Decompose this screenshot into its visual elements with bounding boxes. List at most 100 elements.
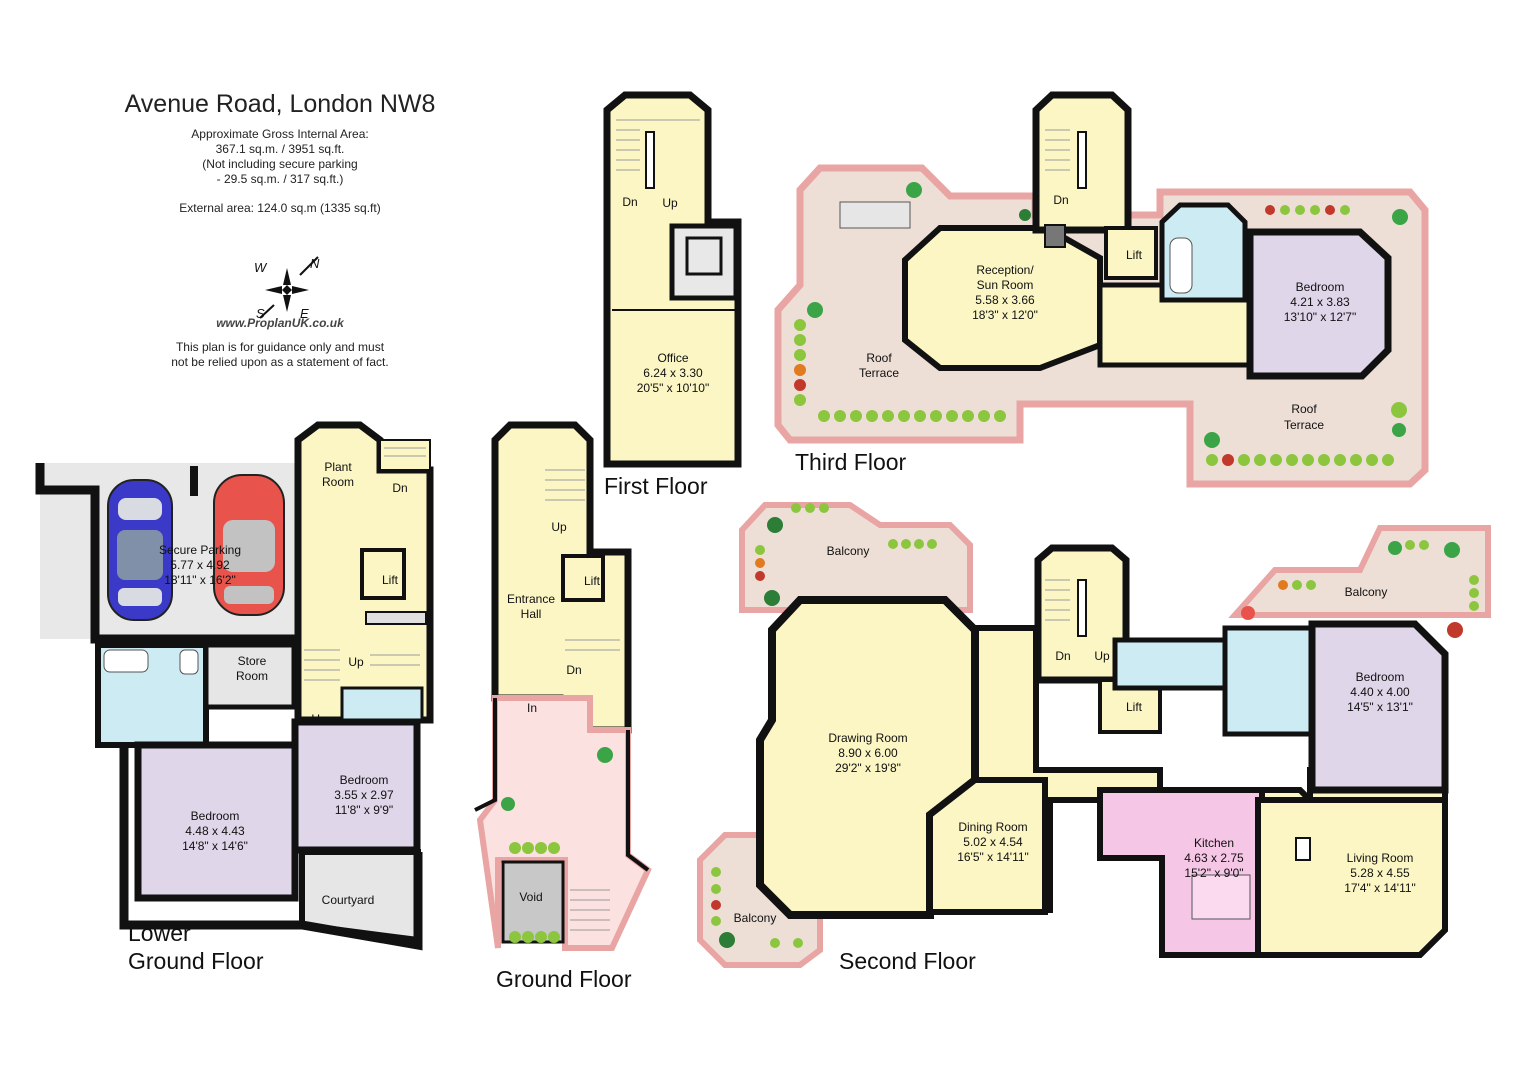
kitchen-dims-ft: 15'2" x 9'0" bbox=[1184, 866, 1243, 880]
stair-down-mark: Dn bbox=[566, 663, 581, 677]
office-label: Office bbox=[657, 351, 688, 365]
balcony bbox=[1228, 525, 1491, 618]
property-title: Avenue Road, London NW8 bbox=[124, 90, 436, 118]
second-floor: Balcony Balcony Balcony Drawing Room 8.9… bbox=[697, 502, 1491, 974]
stair-up-mark: Up bbox=[348, 655, 364, 669]
stair-up-mark: Up bbox=[1094, 649, 1110, 663]
exclusion-line-2: - 29.5 sq.m. / 317 sq.ft.) bbox=[216, 172, 344, 186]
bedroom bbox=[1308, 620, 1449, 794]
parking-dims-ft: 18'11" x 16'2" bbox=[164, 573, 236, 587]
bedroom-dims-ft: 14'5" x 13'1" bbox=[1347, 700, 1413, 714]
drawing-room-dims-m: 8.90 x 6.00 bbox=[838, 746, 898, 760]
bedroom-dims-m: 4.40 x 4.00 bbox=[1350, 685, 1410, 699]
drawing-room-dims-ft: 29'2" x 19'8" bbox=[835, 761, 901, 775]
car-icon bbox=[107, 479, 173, 621]
plant-room-label: Plant bbox=[324, 460, 352, 474]
floor-label-ground: Ground Floor bbox=[496, 966, 632, 992]
living-room-dims-m: 5.28 x 4.55 bbox=[1350, 866, 1410, 880]
entrance-in-mark: In bbox=[527, 701, 537, 715]
office-dims-ft: 20'5" x 10'10" bbox=[637, 381, 710, 395]
dining-room-dims-m: 5.02 x 4.54 bbox=[963, 835, 1023, 849]
lift-label: Lift bbox=[1126, 248, 1143, 262]
disclaimer-line-2: not be relied upon as a statement of fac… bbox=[171, 355, 389, 369]
compass-icon: N E S W bbox=[254, 256, 320, 321]
balcony-label: Balcony bbox=[827, 544, 870, 558]
lift-label: Lift bbox=[382, 573, 399, 587]
entrance-hall-label: Hall bbox=[521, 607, 542, 621]
living-room-dims-ft: 17'4" x 14'11" bbox=[1344, 881, 1416, 895]
roof-terrace-label: Terrace bbox=[859, 366, 899, 380]
third-floor: Dn Lift Reception/ Sun Room 5.58 x 3.66 … bbox=[774, 91, 1429, 488]
stair-down-mark: Dn bbox=[392, 481, 407, 495]
bedroom-main-label: Bedroom bbox=[191, 809, 240, 823]
void-label: Void bbox=[519, 890, 542, 904]
dining-room-label: Dining Room bbox=[958, 820, 1027, 834]
floor-label-third: Third Floor bbox=[795, 449, 907, 475]
reception-label: Reception/ bbox=[976, 263, 1034, 277]
bedroom-dims-ft: 13'10" x 12'7" bbox=[1284, 310, 1357, 324]
void bbox=[501, 860, 565, 944]
area-label: Approximate Gross Internal Area: bbox=[191, 127, 369, 141]
compass-north: N bbox=[310, 256, 320, 271]
bedroom bbox=[1246, 228, 1392, 380]
hedge-icon bbox=[711, 503, 1479, 948]
stair-up-mark: Up bbox=[551, 520, 567, 534]
roof-terrace-label: Roof bbox=[1291, 402, 1317, 416]
lower-ground-floor: Secure Parking 5.77 x 4.92 18'11" x 16'2… bbox=[35, 421, 434, 974]
stair-up-mark: Up bbox=[662, 196, 678, 210]
compass-west: W bbox=[254, 260, 268, 275]
hedge-icon bbox=[509, 842, 560, 943]
parking-dims-m: 5.77 x 4.92 bbox=[170, 558, 230, 572]
parking-label: Secure Parking bbox=[159, 543, 241, 557]
compass-east: E bbox=[300, 306, 309, 321]
bedroom-main-dims-m: 4.48 x 4.43 bbox=[185, 824, 245, 838]
store-room-label: Store bbox=[238, 654, 267, 668]
stair-down-mark: Dn bbox=[622, 195, 637, 209]
entrance-hall-label: Entrance bbox=[507, 592, 555, 606]
reception-dims-m: 5.58 x 3.66 bbox=[975, 293, 1035, 307]
ground-floor: Up Entrance Hall Lift Dn In Void Ground … bbox=[474, 421, 652, 992]
kitchen-dims-m: 4.63 x 2.75 bbox=[1184, 851, 1244, 865]
plant-icon bbox=[501, 797, 515, 811]
bedroom-label: Bedroom bbox=[1296, 280, 1345, 294]
plant-room-label: Room bbox=[322, 475, 354, 489]
website-link[interactable]: www.ProplanUK.co.uk bbox=[216, 316, 344, 330]
plant-icon bbox=[719, 517, 1463, 948]
floor-label-first: First Floor bbox=[604, 473, 708, 499]
bedroom-label: Bedroom bbox=[1356, 670, 1405, 684]
office-dims-m: 6.24 x 3.30 bbox=[643, 366, 703, 380]
floor-label-lower-ground: Ground Floor bbox=[128, 948, 264, 974]
bedroom-second-dims-m: 3.55 x 2.97 bbox=[334, 788, 394, 802]
lift-label: Lift bbox=[584, 574, 601, 588]
bathroom bbox=[1222, 625, 1316, 737]
car-icon bbox=[213, 474, 285, 616]
exclusion-line-1: (Not including secure parking bbox=[202, 157, 358, 171]
roof-terrace-label: Terrace bbox=[1284, 418, 1324, 432]
balcony-label: Balcony bbox=[734, 911, 777, 925]
bathroom bbox=[1112, 637, 1228, 691]
plant-icon bbox=[597, 747, 613, 763]
floor-label-second: Second Floor bbox=[839, 948, 976, 974]
compass-south: S bbox=[256, 306, 265, 321]
reception-dims-ft: 18'3" x 12'0" bbox=[972, 308, 1038, 322]
stair-up-mark: Up bbox=[311, 712, 327, 726]
bedroom-second bbox=[291, 718, 421, 854]
courtyard-label: Courtyard bbox=[322, 893, 375, 907]
store-room bbox=[203, 642, 297, 710]
dining-room bbox=[927, 777, 1048, 915]
bedroom-main-dims-ft: 14'8" x 14'6" bbox=[182, 839, 248, 853]
lift-shaft bbox=[1104, 226, 1158, 280]
roof-terrace-label: Roof bbox=[866, 351, 892, 365]
bedroom-second-dims-ft: 11'8" x 9'9" bbox=[335, 803, 393, 817]
living-room-label: Living Room bbox=[1347, 851, 1414, 865]
bedroom-second-label: Bedroom bbox=[340, 773, 389, 787]
disclaimer-line-1: This plan is for guidance only and must bbox=[175, 340, 385, 354]
lift-shaft bbox=[561, 554, 605, 602]
hedge-icon bbox=[794, 205, 1394, 466]
reception-label: Sun Room bbox=[977, 278, 1034, 292]
floor-label-lower-ground: Lower bbox=[128, 920, 191, 946]
lift-shaft bbox=[360, 548, 406, 600]
stair-down-mark: Dn bbox=[1055, 649, 1070, 663]
lift-label: Lift bbox=[1126, 700, 1143, 714]
